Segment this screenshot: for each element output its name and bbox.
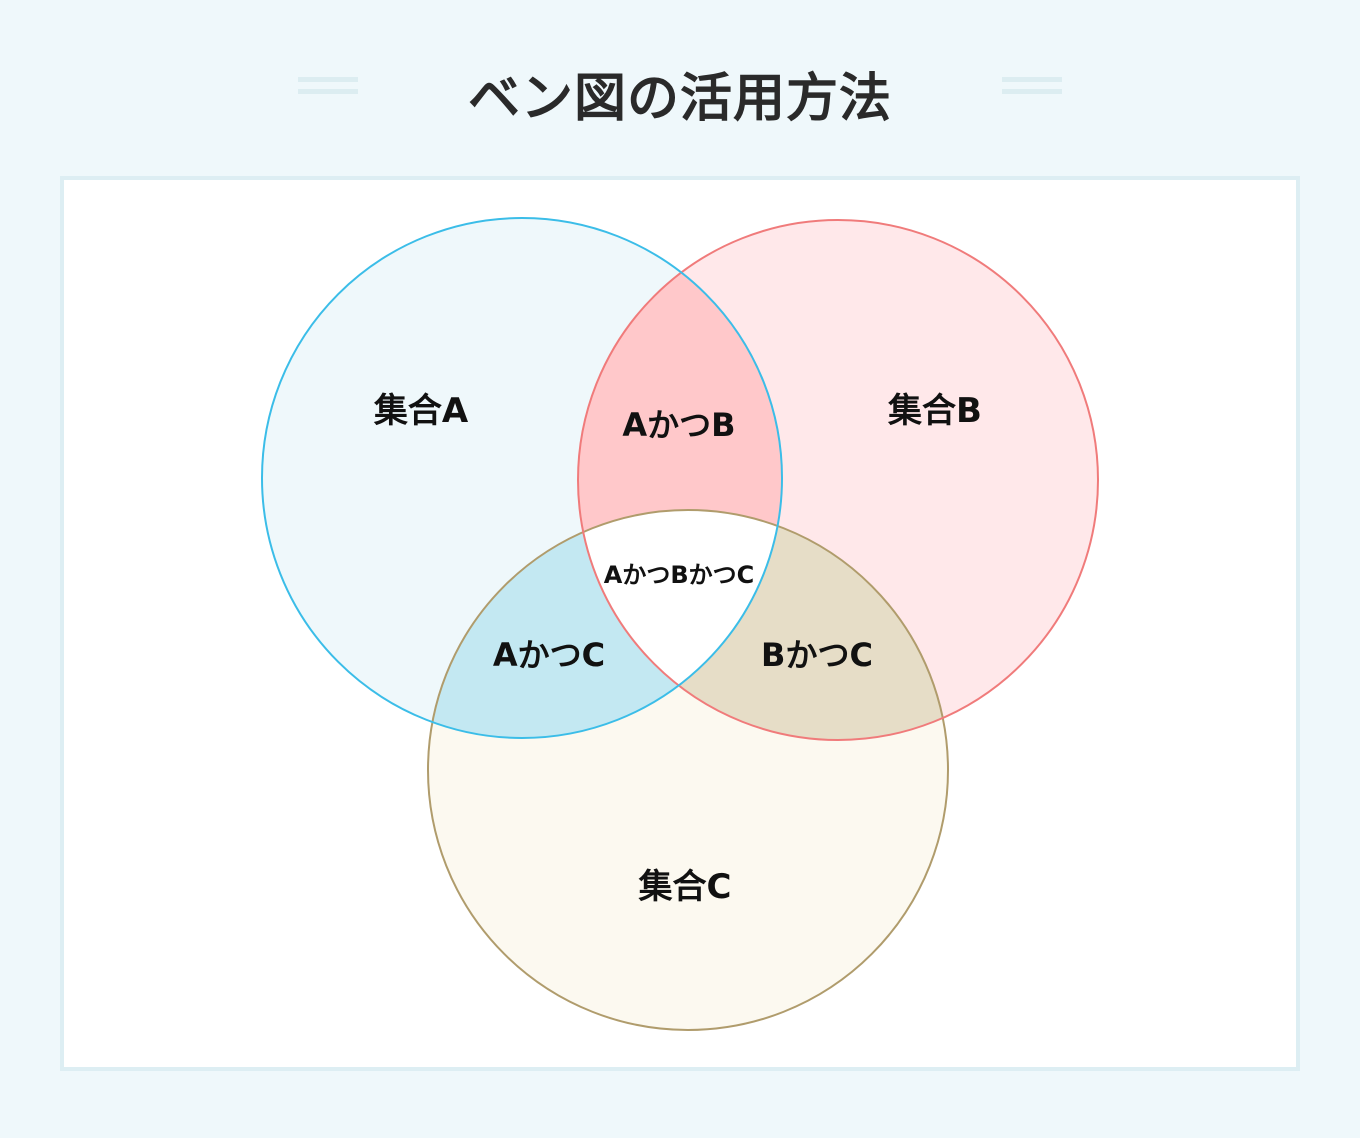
page-title: ベン図の活用方法 [467,69,892,129]
set-a-outline [261,217,783,739]
set-a-label: 集合A [373,391,469,431]
intersection-ac-label: AかつC [493,636,605,674]
intersection-ac-region [428,510,782,738]
set-b-label: 集合B [887,391,982,431]
intersection-bc-region [578,510,948,740]
intersection-abc-label: AかつBかつC [604,561,754,589]
set-c-label: 集合C [638,867,732,907]
set-b-outline [577,219,1099,741]
set-c-outline [427,509,949,1031]
title-decoration-right [1002,77,1062,95]
intersection-ab-label: AかつB [622,406,735,444]
intersection-bc-label: BかつC [761,636,873,674]
title-decoration-left [298,77,358,95]
page-header: ベン図の活用方法 [0,50,1360,130]
